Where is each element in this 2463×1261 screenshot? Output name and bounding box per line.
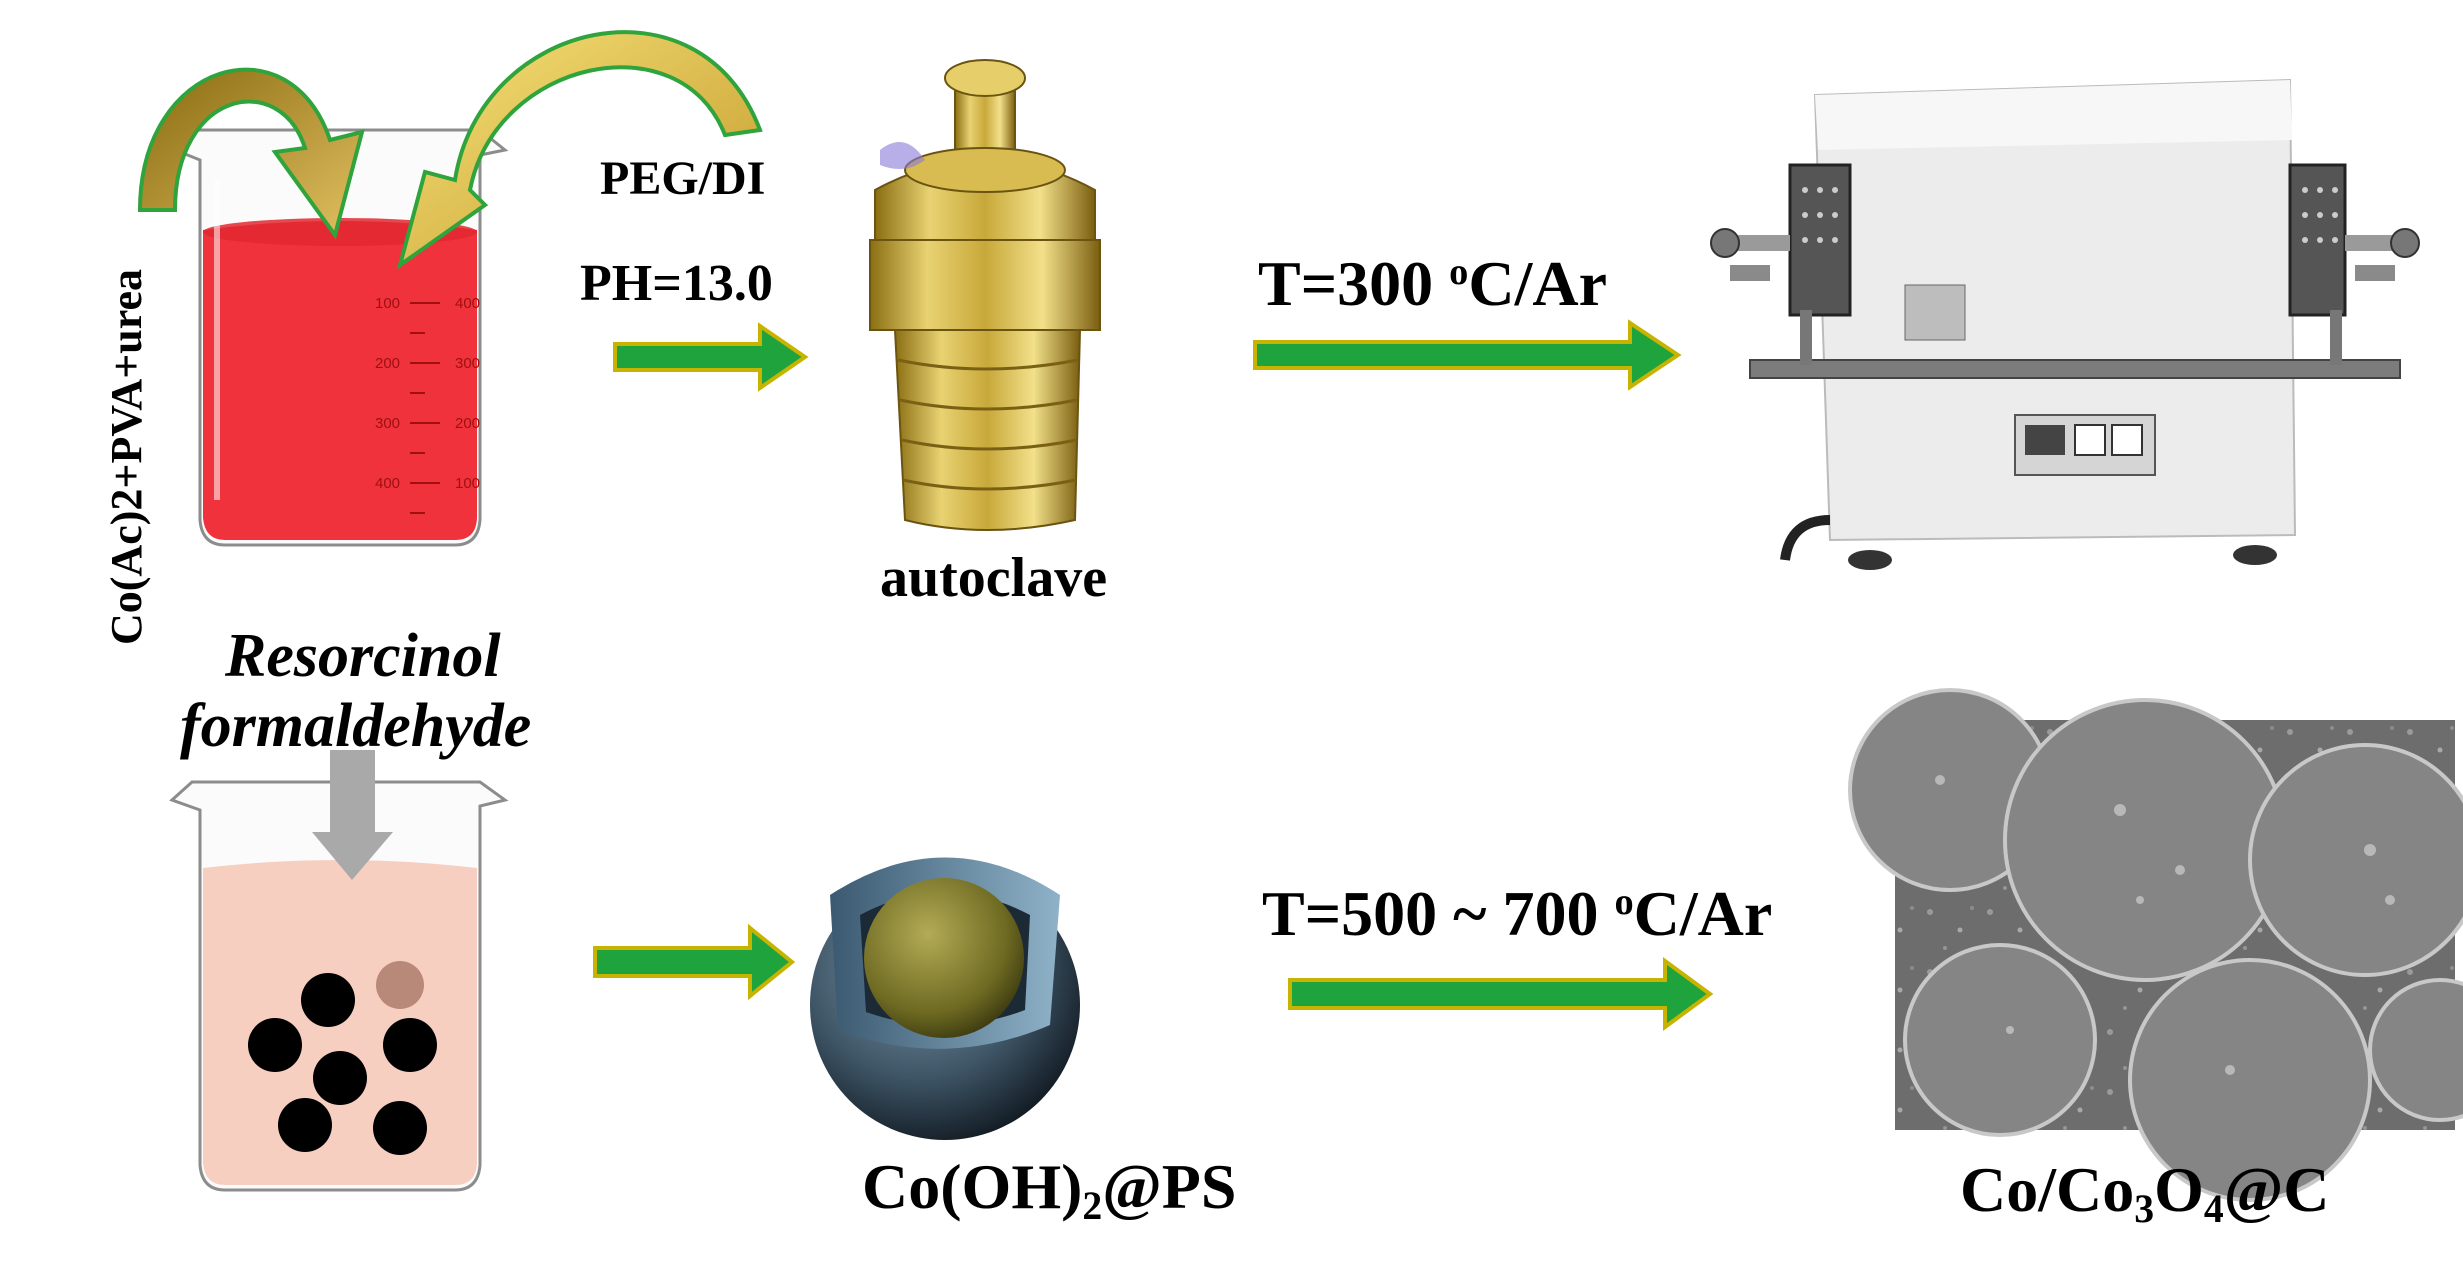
- temp-unit: C/Ar: [1468, 248, 1607, 319]
- arrow-step-4: [1288, 957, 1714, 1031]
- scale-label: 300: [455, 355, 480, 372]
- arrow-step-3: [593, 923, 796, 1001]
- sem-image: [1848, 688, 2463, 1202]
- autoclave-image: [869, 59, 1101, 531]
- resorcinol-label: Resorcinol: [225, 622, 501, 690]
- tube-furnace-image: [1710, 78, 2420, 570]
- step2-temperature-label: T=500 ~ 700 oC/Ar: [1262, 882, 1772, 946]
- scale-label: 200: [375, 355, 400, 372]
- scale-label: 100: [455, 475, 480, 492]
- formula-part: Co/Co: [1960, 1154, 2135, 1225]
- arrow-step-2: [1253, 319, 1682, 391]
- arrow-step-1: [613, 322, 809, 392]
- scale-label: 400: [455, 295, 480, 312]
- formula-part: @PS: [1102, 1151, 1237, 1222]
- solvent-label: PEG/DI: [600, 152, 766, 205]
- temp-value: T=300: [1258, 248, 1450, 319]
- formula-part: Co(OH): [862, 1151, 1083, 1222]
- scale-label: 200: [455, 415, 480, 432]
- ph-label: PH=13.0: [580, 255, 773, 312]
- autoclave-label: autoclave: [880, 547, 1108, 609]
- step1-temperature-label: T=300 oC/Ar: [1258, 252, 1607, 316]
- pour-arrow-right: [396, 30, 763, 270]
- product-label: Co/Co3O4@C: [1960, 1158, 2329, 1229]
- temp-unit: C/Ar: [1633, 878, 1773, 949]
- scale-label: 100: [375, 295, 400, 312]
- degree-mark: o: [1614, 880, 1634, 923]
- formula-part: O: [2154, 1154, 2204, 1225]
- pink-beaker: [169, 750, 509, 1192]
- degree-mark: o: [1449, 250, 1469, 293]
- reagents-label: Co(Ac)2+PVA+urea: [102, 268, 151, 645]
- temp-value: T=500 ~ 700: [1262, 878, 1615, 949]
- red-beaker-scale: 100 200 300 400 400 300 200 100: [375, 295, 480, 514]
- formula-subscript: 4: [2203, 1187, 2224, 1232]
- pour-arrow-left: [137, 67, 365, 240]
- formula-part: @C: [2223, 1154, 2330, 1225]
- intermediate-label: Co(OH)2@PS: [862, 1155, 1236, 1226]
- formula-subscript: 2: [1082, 1184, 1103, 1229]
- formaldehyde-label: formaldehyde: [180, 692, 532, 760]
- scale-label: 300: [375, 415, 400, 432]
- core-shell-sphere: [810, 857, 1080, 1140]
- formula-subscript: 3: [2134, 1187, 2155, 1232]
- scale-label: 400: [375, 475, 400, 492]
